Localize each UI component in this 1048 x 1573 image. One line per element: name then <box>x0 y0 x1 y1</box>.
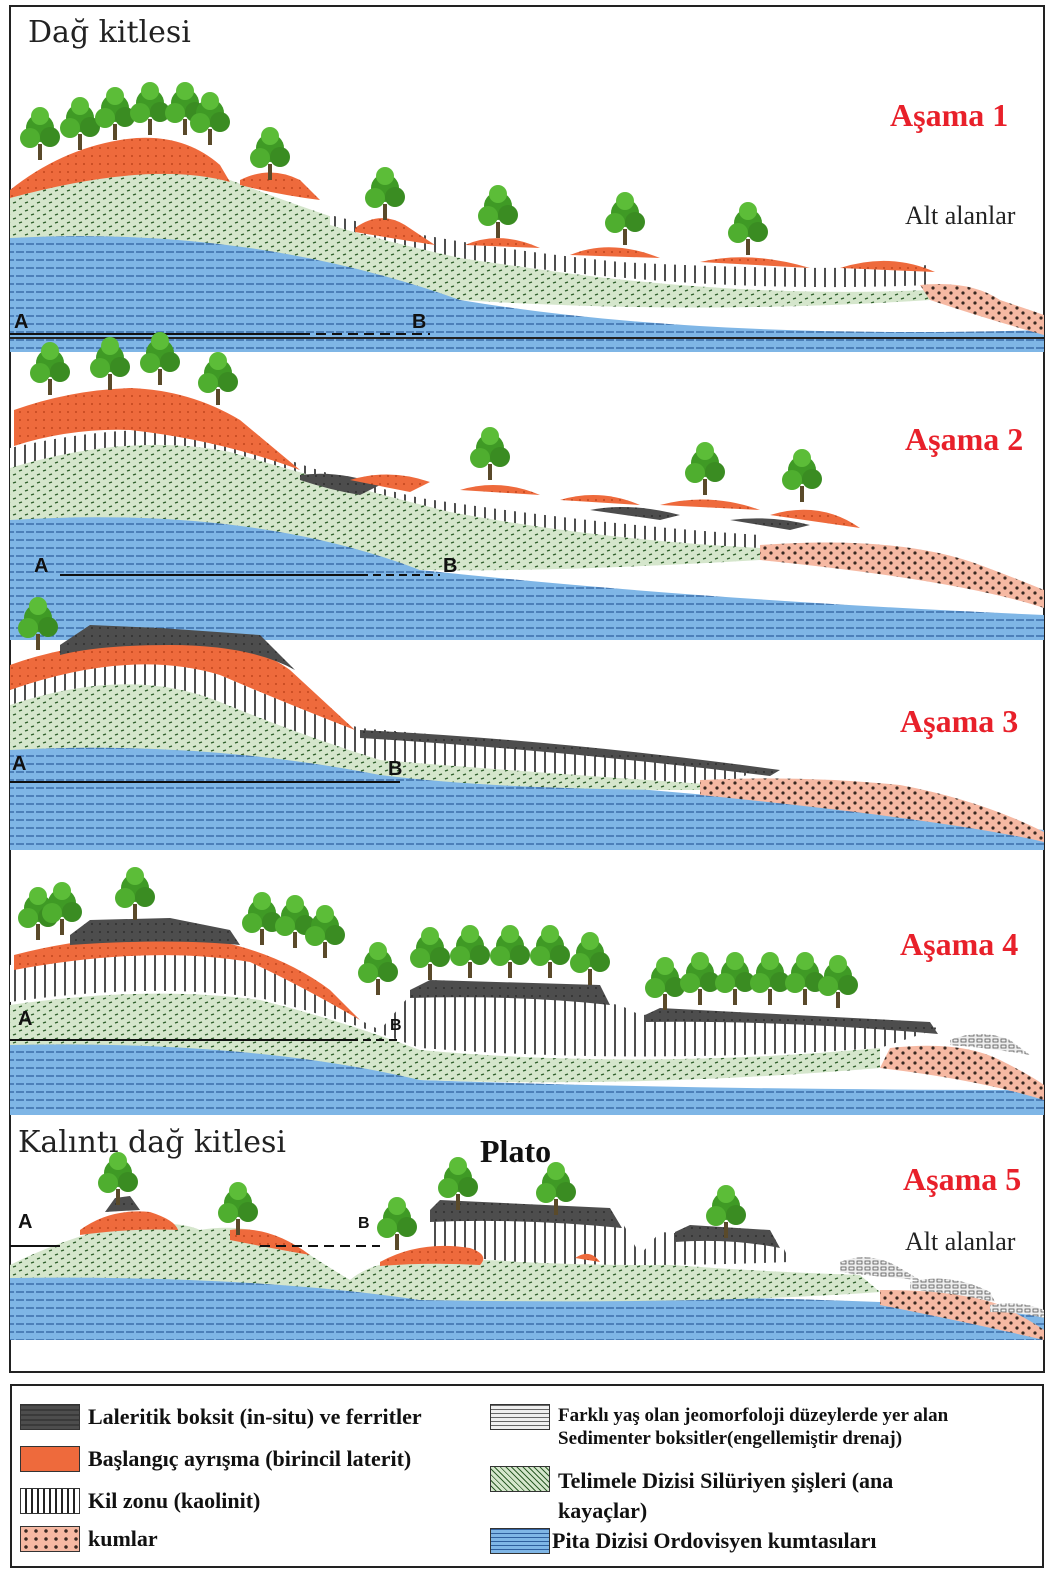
stage-2-section: A B Aşama 2 <box>10 332 1044 640</box>
stage-4-section: A B Aşama 4 <box>10 867 1044 1115</box>
stage-2-label: Aşama 2 <box>905 421 1023 457</box>
point-b-label: B <box>412 311 426 333</box>
point-b-label-5: B <box>358 1215 370 1232</box>
legend-swatch-clay <box>20 1488 80 1514</box>
point-a-label-2: A <box>34 555 48 577</box>
legend-item-shale: Telimele Dizisi Silüriyen şişleri (ana k… <box>490 1466 978 1526</box>
point-a-label-4: A <box>18 1008 32 1030</box>
legend-swatch-sedimentary <box>490 1404 550 1430</box>
point-a-label: A <box>14 311 28 333</box>
legend: Laleritik boksit (in-situ) ve ferritler … <box>10 1384 1044 1568</box>
point-b-label-3: B <box>388 758 402 780</box>
legend-item-sandstone: Pita Dizisi Ordovisyen kumtasıları <box>490 1528 877 1554</box>
point-b-label-2: B <box>443 555 457 577</box>
point-a-label-5: A <box>18 1211 32 1233</box>
stage-1-label: Aşama 1 <box>890 97 1008 133</box>
stage-5-side-label: Alt alanlar <box>905 1227 1016 1256</box>
legend-item-clay: Kil zonu (kaolinit) <box>20 1488 260 1514</box>
plateau-label: Plato <box>480 1133 551 1169</box>
legend-label-sandstone: Pita Dizisi Ordovisyen kumtasıları <box>552 1528 877 1553</box>
remnant-mountain-title: Kalıntı dağ kitlesi <box>18 1125 286 1160</box>
legend-item-laterite: Başlangıç ayrışma (birincil laterit) <box>20 1446 411 1472</box>
stage-1-side-label: Alt alanlar <box>905 201 1016 230</box>
legend-swatch-sandstone <box>490 1528 550 1554</box>
legend-label-bauxite: Laleritik boksit (in-situ) ve ferritler <box>88 1404 422 1429</box>
legend-item-sedimentary: Farklı yaş olan jeomorfoloji düzeylerde … <box>490 1404 1013 1450</box>
stage-3-label: Aşama 3 <box>900 703 1018 739</box>
stage-4-label: Aşama 4 <box>900 926 1018 962</box>
legend-item-sand: kumlar <box>20 1526 158 1552</box>
legend-label-sedimentary: Farklı yaş olan jeomorfoloji düzeylerde … <box>558 1405 949 1449</box>
stage-5-section: A B Kalıntı dağ kitlesi Plato Aşama 5 Al… <box>10 1125 1044 1340</box>
diagram-title: Dağ kitlesi <box>28 15 191 50</box>
legend-swatch-bauxite <box>20 1404 80 1430</box>
point-b-label-4: B <box>390 1017 402 1034</box>
legend-label-sand: kumlar <box>88 1526 158 1551</box>
point-a-label-3: A <box>12 753 26 775</box>
legend-label-clay: Kil zonu (kaolinit) <box>88 1488 261 1513</box>
stage-5-label: Aşama 5 <box>903 1161 1021 1197</box>
legend-swatch-shale <box>490 1466 550 1492</box>
legend-swatch-sand <box>20 1526 80 1552</box>
legend-label-shale: Telimele Dizisi Silüriyen şişleri (ana k… <box>558 1468 894 1523</box>
stage-3-section: A B Aşama 3 <box>10 597 1044 850</box>
legend-swatch-laterite <box>20 1446 80 1472</box>
legend-item-bauxite: Laleritik boksit (in-situ) ve ferritler <box>20 1404 422 1430</box>
stage-1-section: A B Aşama 1 Alt alanlar <box>10 82 1044 352</box>
legend-label-laterite: Başlangıç ayrışma (birincil laterit) <box>88 1446 412 1471</box>
